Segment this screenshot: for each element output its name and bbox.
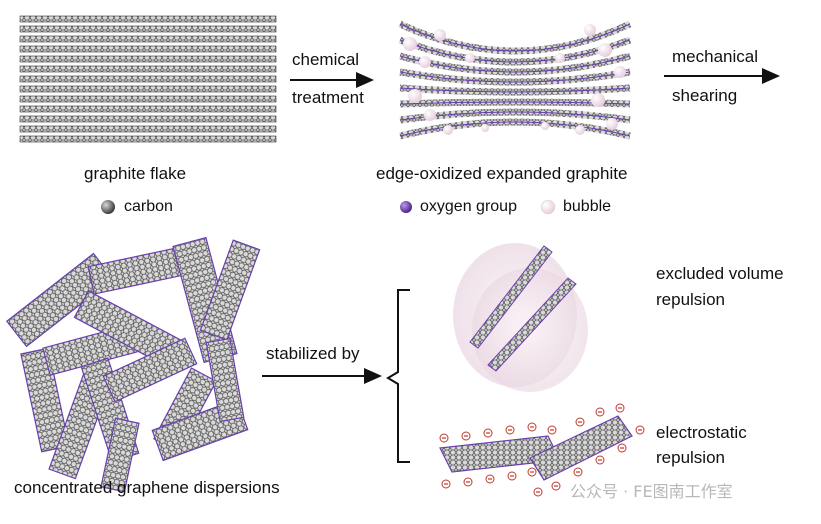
graphene-dispersion — [5, 236, 261, 493]
expanded-graphite-label: edge-oxidized expanded graphite — [376, 164, 628, 183]
mechanism-bracket — [386, 289, 410, 463]
legend-carbon-label: carbon — [124, 198, 173, 215]
electrostatic-label-line1: electrostatic — [656, 423, 747, 442]
excluded-volume-illustration — [453, 243, 588, 392]
legend-carbon: carbon — [124, 198, 173, 216]
carbon-legend-dot — [101, 200, 115, 214]
arrow1-label-line1: chemical — [292, 50, 360, 69]
electrostatic-label-line2: repulsion — [656, 448, 725, 467]
legend-bubble: bubble — [563, 198, 611, 216]
oxygen-legend-dot — [400, 201, 412, 213]
arrow2-label-line1: mechanical — [672, 47, 758, 66]
graphite-flake-stack — [19, 15, 277, 143]
excluded-volume-label-line1: excluded volume — [656, 264, 784, 283]
arrow2-label-line2: shearing — [672, 86, 738, 105]
dispersion-label: concentrated graphene dispersions — [14, 478, 280, 497]
legend-oxygen: oxygen group — [420, 198, 517, 216]
watermark: 公众号 · FE图南工作室 — [570, 482, 733, 501]
excluded-volume-label-line2: repulsion — [656, 290, 725, 309]
legend-oxygen-label: oxygen group — [420, 198, 517, 215]
graphite-flake-label: graphite flake — [84, 164, 187, 183]
arrow1-label-line2: treatment — [292, 88, 364, 107]
electrostatic-illustration — [439, 403, 645, 497]
legend-bubble-label: bubble — [563, 198, 612, 215]
bubble-legend-dot — [540, 199, 556, 215]
stabilized-by-label: stabilized by — [266, 344, 360, 363]
expanded-graphite — [398, 20, 632, 140]
